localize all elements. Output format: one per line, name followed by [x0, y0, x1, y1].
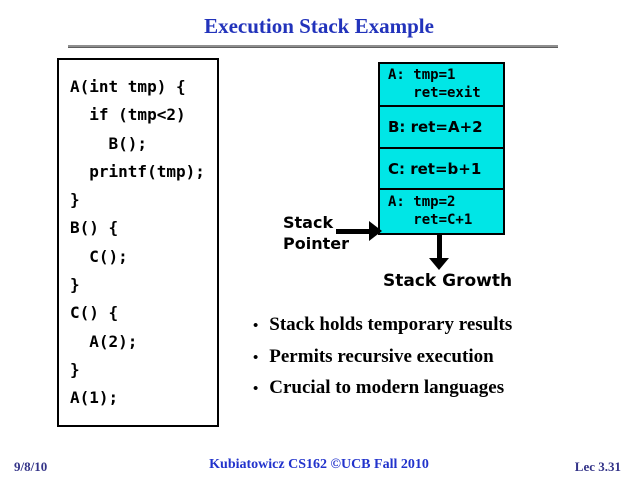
bullet-dot-icon: • [253, 318, 259, 334]
code-line: A(2); [70, 331, 138, 351]
code-line: } [70, 359, 80, 379]
stack-frame-text: A: tmp=1 [388, 67, 456, 83]
page-title: Execution Stack Example [204, 14, 434, 38]
code-line: C(); [70, 246, 128, 266]
title-divider [68, 45, 558, 48]
code-line: B() { [70, 218, 119, 238]
stack-frame-text: ret=exit [388, 84, 481, 101]
footer-date: 9/8/10 [14, 459, 48, 474]
bullet-dot-icon: • [253, 381, 259, 397]
code-line: } [70, 190, 80, 210]
code-line: } [70, 275, 80, 295]
stack-growth-label: Stack Growth [383, 271, 513, 291]
code-line: if (tmp<2) [70, 105, 186, 125]
stack-diagram: A: tmp=1 ret=exit B: ret=A+2 C: ret=b+1 … [378, 62, 505, 235]
bullet-item: • Crucial to modern languages [253, 377, 512, 409]
code-listing: A(int tmp) { if (tmp<2) B(); printf(tmp)… [59, 60, 217, 413]
code-box: A(int tmp) { if (tmp<2) B(); printf(tmp)… [57, 58, 219, 427]
footer-course-credit: Kubiatowicz CS162 ©UCB Fall 2010 [209, 457, 429, 472]
stack-growth-arrow-icon [429, 258, 449, 270]
stack-frame-text: C: ret=b+1 [388, 159, 482, 178]
code-line: C() { [70, 303, 119, 323]
code-line: printf(tmp); [70, 161, 205, 181]
code-line: A(1); [70, 388, 119, 408]
stack-frame-c: C: ret=b+1 [378, 147, 505, 190]
bullet-text: Permits recursive execution [269, 345, 494, 367]
stack-frame-a-tmp2: A: tmp=2 ret=C+1 [378, 188, 505, 235]
code-line: B(); [70, 133, 148, 153]
stack-frame-text: B: ret=A+2 [388, 118, 483, 136]
stack-pointer-label: Stack Pointer [283, 212, 349, 254]
footer-lecture-number: Lec 3.31 [574, 459, 621, 474]
stack-frame-text: ret=C+1 [388, 211, 473, 228]
stack-frame-text: A: tmp=2 [388, 194, 456, 210]
bullet-list: • Stack holds temporary results • Permit… [253, 314, 512, 409]
stack-pointer-arrow-shaft [336, 229, 369, 234]
stack-frame-b: B: ret=A+2 [378, 105, 505, 149]
bullet-item: • Permits recursive execution [253, 346, 512, 378]
bullet-text: Crucial to modern languages [269, 377, 505, 398]
bullet-text: Stack holds temporary results [269, 314, 513, 335]
bullet-item: • Stack holds temporary results [253, 314, 512, 346]
stack-frame-a-tmp1: A: tmp=1 ret=exit [378, 62, 505, 107]
bullet-dot-icon: • [253, 349, 259, 366]
stack-pointer-label-line2: Pointer [283, 234, 349, 253]
stack-growth-arrow-shaft [437, 233, 442, 258]
stack-pointer-label-line1: Stack [283, 213, 334, 232]
stack-pointer-arrow-icon [369, 221, 382, 241]
code-line: A(int tmp) { [70, 77, 186, 96]
